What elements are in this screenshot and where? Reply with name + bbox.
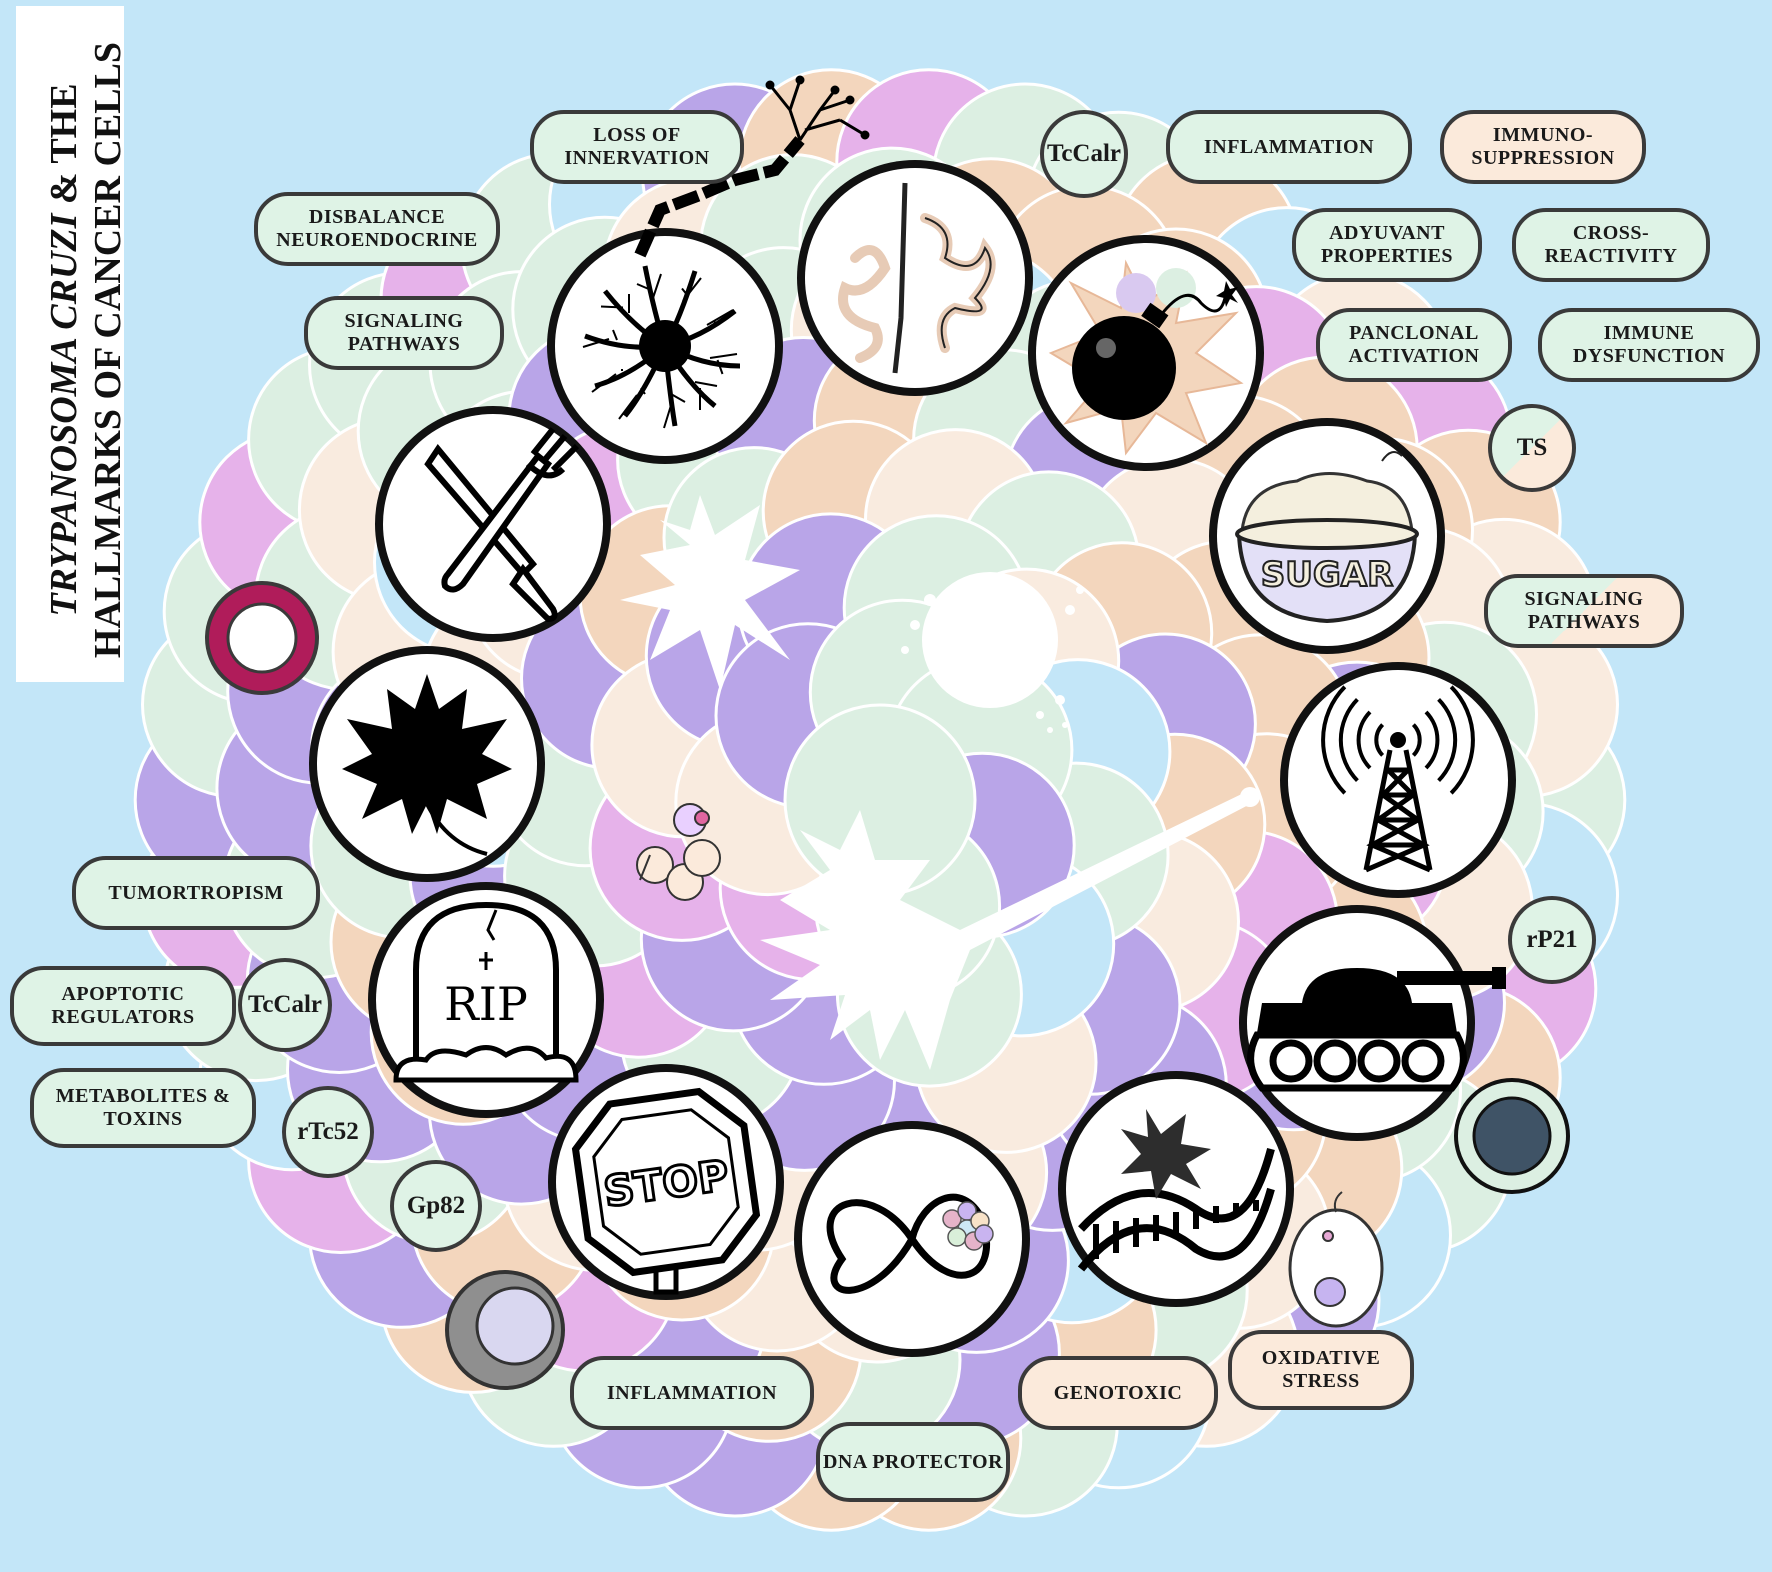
label-disbalance-neuroendocrine: DISBALANCE NEUROENDOCRINE xyxy=(254,192,500,266)
tank-icon xyxy=(1239,905,1506,1141)
label-oxidative-stress: OXIDATIVE STRESS xyxy=(1228,1330,1414,1410)
label-rp21: rP21 xyxy=(1508,896,1596,984)
title-panel: TRYPANOSOMA CRUZI & THE HALLMARKS OF CAN… xyxy=(16,6,129,682)
parasite-splash-left xyxy=(620,495,800,690)
grey-ring-cell-icon xyxy=(445,1270,565,1390)
axon-chain-icon xyxy=(634,75,870,258)
label-immune-dysfunction: IMMUNE DYSFUNCTION xyxy=(1538,308,1760,382)
gravestone-icon: RIP xyxy=(368,882,604,1118)
label-metabolites-toxins: METABOLITES & TOXINS xyxy=(30,1068,256,1148)
title-connector: & THE xyxy=(43,83,85,214)
title-species: TRYPANOSOMA CRUZI xyxy=(43,213,85,617)
label-cross-reactivity: CROSS-REACTIVITY xyxy=(1512,208,1710,282)
svg-text:RIP: RIP xyxy=(444,977,528,1031)
label-inflammation-bottom: INFLAMMATION xyxy=(570,1356,814,1430)
knife-fork-icon xyxy=(375,406,611,642)
label-tccalr-left: TcCalr xyxy=(238,958,332,1052)
bomb-icon xyxy=(1028,235,1264,471)
svg-text:SUGAR: SUGAR xyxy=(1261,555,1394,595)
label-rtc52: rTc52 xyxy=(282,1086,374,1178)
label-genotoxic: GENOTOXIC xyxy=(1018,1356,1218,1430)
label-gp82: Gp82 xyxy=(390,1160,482,1252)
label-signaling-pathways-right: SIGNALING PATHWAYS xyxy=(1484,574,1684,648)
parasite-splash-bottom xyxy=(760,787,1260,1070)
label-apoptotic-regulators: APOPTOTIC REGULATORS xyxy=(10,966,236,1046)
egg-cell-icon xyxy=(1288,1191,1384,1328)
cell-cluster-icon xyxy=(636,803,721,901)
label-tccalr-top: TcCalr xyxy=(1040,110,1128,198)
label-ts: TS xyxy=(1488,404,1576,492)
label-inflammation-top: INFLAMMATION xyxy=(1166,110,1412,184)
label-panclonal-activation: PANCLONAL ACTIVATION xyxy=(1316,308,1512,382)
label-tumortropism: TUMORTROPISM xyxy=(72,856,320,930)
neuron-icon xyxy=(547,228,783,464)
signal-tower-icon xyxy=(1280,662,1516,898)
magenta-ring-cell-icon xyxy=(205,581,319,695)
hallmark-circles: SUGAR STOP RIP xyxy=(309,160,1516,1357)
dna-damage-icon xyxy=(1058,1071,1294,1307)
nerve-fiber-icon xyxy=(797,160,1033,396)
diagram-title: TRYPANOSOMA CRUZI & THE HALLMARKS OF CAN… xyxy=(42,30,130,670)
label-adyuvant-properties: ADYUVANT PROPERTIES xyxy=(1292,208,1482,282)
sugar-bowl-icon: SUGAR xyxy=(1209,418,1445,654)
maple-leaf-icon xyxy=(309,646,545,882)
stop-sign-icon: STOP xyxy=(548,1064,784,1300)
dark-nucleus-cell-icon xyxy=(1454,1078,1570,1194)
infinity-chromosome-icon xyxy=(794,1121,1030,1357)
label-loss-of-innervation: LOSS OF INNERVATION xyxy=(530,110,744,184)
parasite-splash-center xyxy=(901,572,1084,733)
label-signaling-pathways-left: SIGNALING PATHWAYS xyxy=(304,296,504,370)
label-immunosuppression: IMMUNO-SUPPRESSION xyxy=(1440,110,1646,184)
title-subtitle: HALLMARKS OF CANCER CELLS xyxy=(87,41,129,659)
label-dna-protector: DNA PROTECTOR xyxy=(816,1422,1010,1502)
